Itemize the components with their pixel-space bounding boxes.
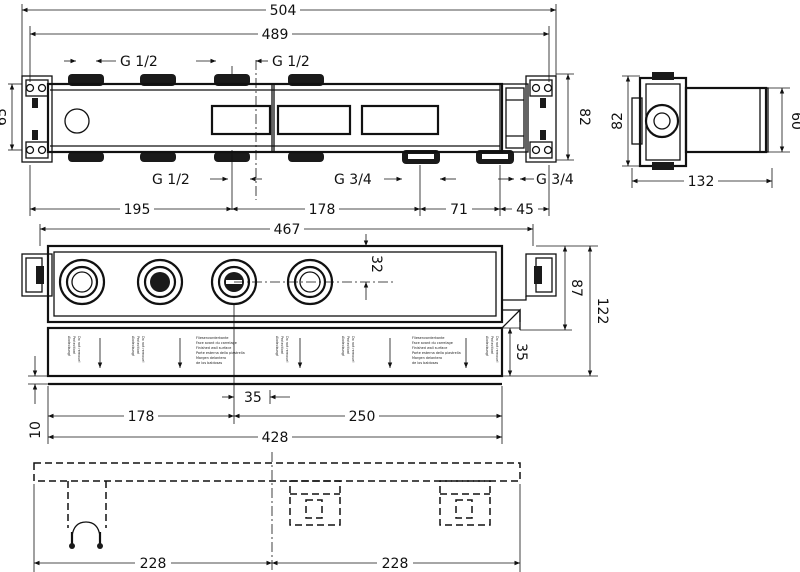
svg-text:Face avant du carrelage: Face avant du carrelage xyxy=(196,341,237,345)
svg-text:Abdeckung!: Abdeckung! xyxy=(131,336,135,356)
svg-text:Abdeckung!: Abdeckung! xyxy=(485,336,489,356)
svg-text:Protection!: Protection! xyxy=(72,336,76,355)
dim-87: 87 xyxy=(568,279,584,297)
dim-122: 122 xyxy=(594,298,610,325)
dim-45: 45 xyxy=(516,202,534,218)
dim-195: 195 xyxy=(124,202,151,218)
cover-label-right: Abdeckung! Protection! Do not remove! Fl… xyxy=(341,336,499,365)
svg-text:Fliesenvorderkante: Fliesenvorderkante xyxy=(412,336,445,340)
svg-text:Do not remove!: Do not remove! xyxy=(141,336,145,363)
svg-text:Face avant du carrelage: Face avant du carrelage xyxy=(412,341,453,345)
cover-label-left: Abdeckung! Protection! Do not remove! Ab… xyxy=(67,336,289,365)
dim-489: 489 xyxy=(262,27,289,43)
dim-g-threequarter-right: G 3/4 xyxy=(536,172,574,188)
svg-text:Parte esterna della piastrella: Parte esterna della piastrella xyxy=(412,351,461,355)
svg-text:Parte esterna della piastrella: Parte esterna della piastrella xyxy=(196,351,245,355)
svg-text:Do not remove!: Do not remove! xyxy=(351,336,355,363)
svg-text:de los baldosas: de los baldosas xyxy=(412,361,438,365)
svg-text:Fliesenvorderkante: Fliesenvorderkante xyxy=(196,336,229,340)
svg-text:Finished wall surface: Finished wall surface xyxy=(412,346,447,350)
svg-text:Finished wall surface: Finished wall surface xyxy=(196,346,231,350)
dim-82-top: 82 xyxy=(576,108,592,126)
dim-g-threequarter-left: G 3/4 xyxy=(334,172,372,188)
svg-text:Do not remove!: Do not remove! xyxy=(495,336,499,363)
svg-text:Abdeckung!: Abdeckung! xyxy=(67,336,71,356)
dim-10: 10 xyxy=(28,421,44,439)
side-view: 82 60 132 xyxy=(610,72,800,190)
dim-g-half-top-left: G 1/2 xyxy=(120,54,158,70)
svg-text:Do not remove!: Do not remove! xyxy=(77,336,81,363)
svg-text:Protection!: Protection! xyxy=(490,336,494,355)
svg-text:Margen delantero: Margen delantero xyxy=(196,356,226,360)
dim-467: 467 xyxy=(274,222,301,238)
dim-228-right: 228 xyxy=(382,556,409,572)
dim-250: 250 xyxy=(349,409,376,425)
dim-35-center: 35 xyxy=(244,390,262,406)
svg-text:Protection!: Protection! xyxy=(136,336,140,355)
dim-132: 132 xyxy=(688,174,715,190)
bottom-view: 228 228 xyxy=(33,452,521,572)
dim-g-half-bottom: G 1/2 xyxy=(152,172,190,188)
svg-text:Do not remove!: Do not remove! xyxy=(285,336,289,363)
dim-228-left: 228 xyxy=(140,556,167,572)
dim-60: 60 xyxy=(788,112,800,130)
dim-32: 32 xyxy=(368,255,384,273)
dim-428: 428 xyxy=(262,430,289,446)
front-view: 467 32 8 xyxy=(21,221,610,446)
dim-82-side: 82 xyxy=(610,112,626,130)
dim-504: 504 xyxy=(270,3,297,19)
dim-178-front: 178 xyxy=(128,409,155,425)
svg-text:Margen delantero: Margen delantero xyxy=(412,356,442,360)
svg-text:Abdeckung!: Abdeckung! xyxy=(341,336,345,356)
svg-text:Protection!: Protection! xyxy=(346,336,350,355)
dim-g-half-top-right: G 1/2 xyxy=(272,54,310,70)
dim-65: 65 xyxy=(0,108,10,126)
dim-178-top: 178 xyxy=(309,202,336,218)
svg-text:Protection!: Protection! xyxy=(280,336,284,355)
dim-71: 71 xyxy=(450,202,468,218)
dim-35-right: 35 xyxy=(513,343,529,361)
top-view: 504 489 G 1/2 G 1/2 65 82 xyxy=(0,2,592,218)
svg-text:de los baldosas: de los baldosas xyxy=(196,361,222,365)
svg-text:Abdeckung!: Abdeckung! xyxy=(275,336,279,356)
